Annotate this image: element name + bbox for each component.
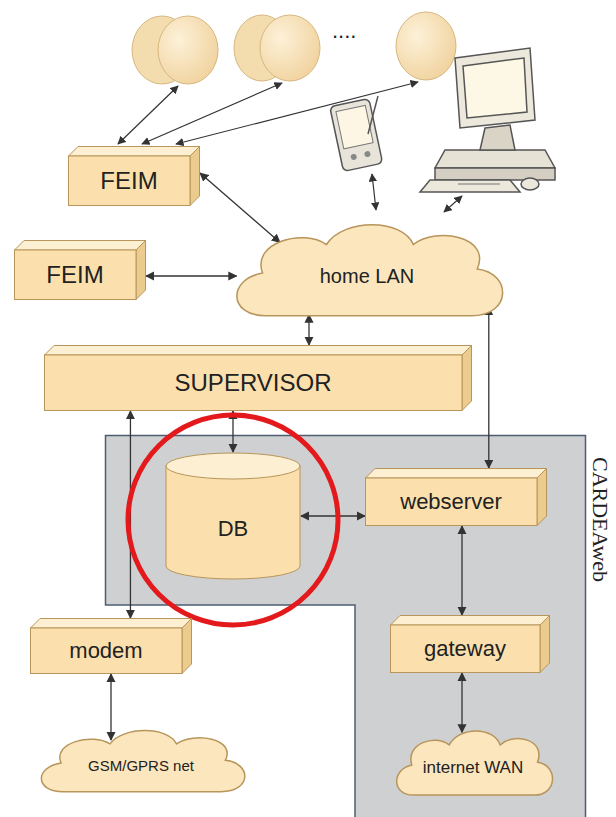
node-label: DB: [218, 516, 249, 541]
text-area: GSM/GPRS net: [52, 738, 230, 792]
database-cylinder: DB: [165, 452, 301, 580]
device-box: FEIM: [14, 240, 146, 300]
node-label: GSM/GPRS net: [88, 757, 194, 774]
computer-icon: [420, 48, 555, 212]
highlight-ring: [128, 415, 338, 625]
node-label: webserver: [400, 489, 501, 514]
sensor-ellipse: [132, 12, 456, 84]
connector-arrow: [110, 674, 111, 740]
network-cloud: GSM/GPRS net: [30, 722, 252, 804]
text-area: gateway: [390, 625, 540, 673]
device-box: modem: [30, 618, 192, 674]
text-area: FEIM: [68, 156, 190, 206]
network-cloud: home LAN: [222, 212, 512, 334]
text-area: SUPERVISOR: [44, 355, 462, 411]
node-label: SUPERVISOR: [175, 369, 332, 397]
node-label: modem: [69, 638, 142, 663]
connector-arrow: [461, 526, 462, 615]
text-area: home LAN: [251, 236, 483, 317]
device-box: webserver: [365, 468, 547, 526]
node-label: gateway: [424, 636, 506, 661]
text-area: webserver: [365, 478, 537, 526]
system-name: CARDEAweb: [589, 457, 611, 582]
connector-arrow: [200, 173, 280, 243]
network-cloud: internet WAN: [388, 722, 558, 808]
node-label: internet WAN: [423, 758, 523, 778]
connector-arrow: [146, 275, 237, 276]
node-label: FEIM: [46, 261, 103, 289]
text-area: DB: [165, 478, 301, 580]
device-box: SUPERVISOR: [44, 345, 472, 411]
pda-icon: [330, 96, 383, 210]
connector-arrow: [461, 673, 462, 732]
text-area: FEIM: [14, 250, 136, 300]
ellipsis-label: ....: [332, 18, 356, 44]
database-cylinder-outline: [165, 452, 301, 580]
node-label: FEIM: [100, 167, 157, 195]
node-label: home LAN: [320, 265, 415, 288]
connector-arrow: [301, 515, 365, 516]
device-box: FEIM: [68, 146, 200, 206]
connector-arrow: [488, 307, 489, 468]
device-box: gateway: [390, 615, 550, 673]
connector-arrow: [308, 314, 309, 345]
text-area: internet WAN: [405, 739, 541, 796]
text-area: modem: [30, 628, 182, 674]
